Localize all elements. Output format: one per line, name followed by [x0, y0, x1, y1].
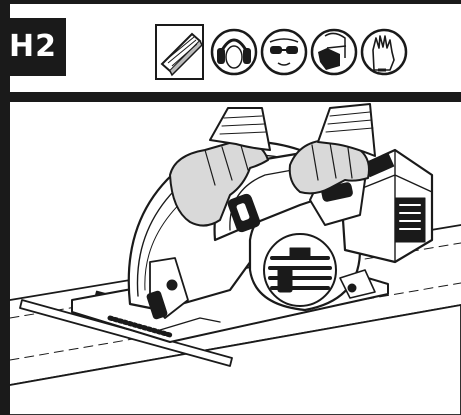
left-bar — [0, 0, 10, 415]
gloves-icon — [360, 28, 408, 76]
step-badge: H2 — [0, 18, 66, 76]
workpiece-face — [9, 304, 461, 415]
header-divider — [0, 92, 461, 102]
ear-protection-icon — [210, 28, 258, 76]
base-plate-scale — [107, 315, 173, 338]
top-bar — [0, 0, 461, 4]
left-sleeve — [209, 107, 271, 151]
wood-material-icon — [155, 24, 204, 80]
eye-protection-icon — [260, 28, 308, 76]
dust-mask-icon — [310, 28, 358, 76]
left-gloved-hand — [169, 139, 269, 227]
cordless-circular-saw-illustration — [9, 103, 461, 415]
